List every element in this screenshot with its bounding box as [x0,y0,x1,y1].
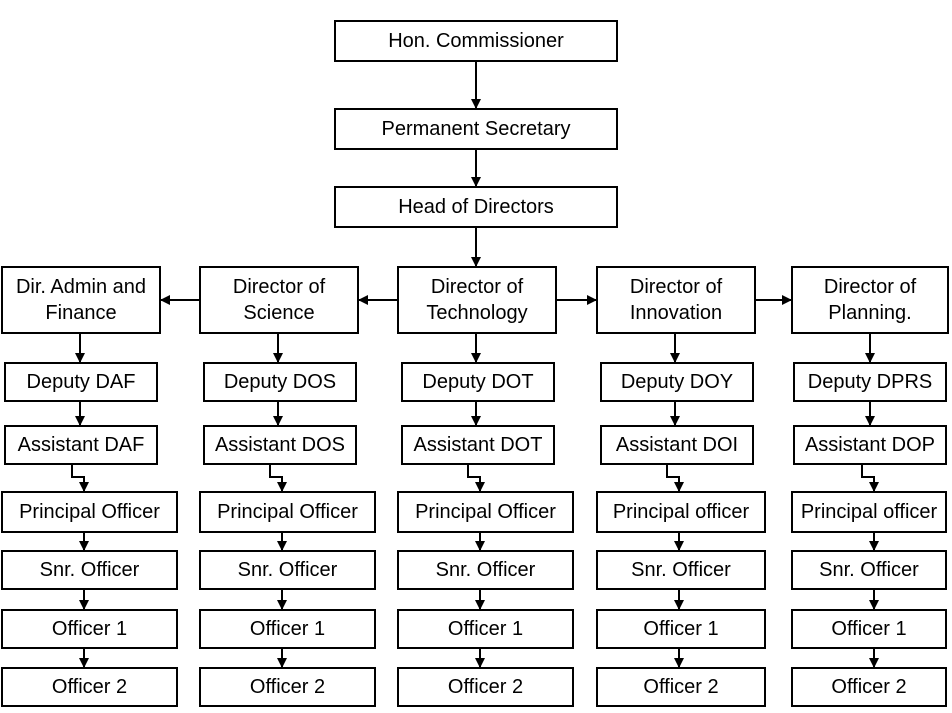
arrow-col4-row2 [861,465,879,492]
director-admin-finance-box: Dir. Admin and Finance [1,266,161,334]
principal-officer-dot-box: Principal Officer [397,491,574,533]
officer-2-dop-box: Officer 2 [791,667,947,707]
director-science-box: Director of Science [199,266,359,334]
officer-2-daf-box: Officer 2 [1,667,178,707]
snr-officer-dot-box: Snr. Officer [397,550,574,590]
arrow-col2-row2 [467,465,485,492]
officer-1-daf-box: Officer 1 [1,609,178,649]
director-planning-box: Director of Planning. [791,266,949,334]
officer-2-dos-box: Officer 2 [199,667,376,707]
permanent-secretary-box: Permanent Secretary [334,108,618,150]
assistant-dos-box: Assistant DOS [203,425,357,465]
officer-1-dos-box: Officer 1 [199,609,376,649]
arrow-col3-row2 [666,465,684,492]
officer-1-dot-box: Officer 1 [397,609,574,649]
deputy-dprs-box: Deputy DPRS [793,362,947,402]
officer-1-dop-box: Officer 1 [791,609,947,649]
principal-officer-dop-box: Principal officer [791,491,947,533]
arrow-col0-row2 [71,465,89,492]
snr-officer-doi-box: Snr. Officer [596,550,766,590]
deputy-daf-box: Deputy DAF [4,362,158,402]
officer-2-dot-box: Officer 2 [397,667,574,707]
snr-officer-daf-box: Snr. Officer [1,550,178,590]
snr-officer-dop-box: Snr. Officer [791,550,947,590]
deputy-doy-box: Deputy DOY [600,362,754,402]
assistant-dop-box: Assistant DOP [793,425,947,465]
deputy-dos-box: Deputy DOS [203,362,357,402]
commissioner-box: Hon. Commissioner [334,20,618,62]
snr-officer-dos-box: Snr. Officer [199,550,376,590]
assistant-daf-box: Assistant DAF [4,425,158,465]
arrow-col1-row2 [269,465,287,492]
principal-officer-daf-box: Principal Officer [1,491,178,533]
principal-officer-doi-box: Principal officer [596,491,766,533]
head-of-directors-box: Head of Directors [334,186,618,228]
deputy-dot-box: Deputy DOT [401,362,555,402]
director-technology-box: Director of Technology [397,266,557,334]
director-innovation-box: Director of Innovation [596,266,756,334]
officer-1-doi-box: Officer 1 [596,609,766,649]
officer-2-doi-box: Officer 2 [596,667,766,707]
assistant-doi-box: Assistant DOI [600,425,754,465]
assistant-dot-box: Assistant DOT [401,425,555,465]
principal-officer-dos-box: Principal Officer [199,491,376,533]
